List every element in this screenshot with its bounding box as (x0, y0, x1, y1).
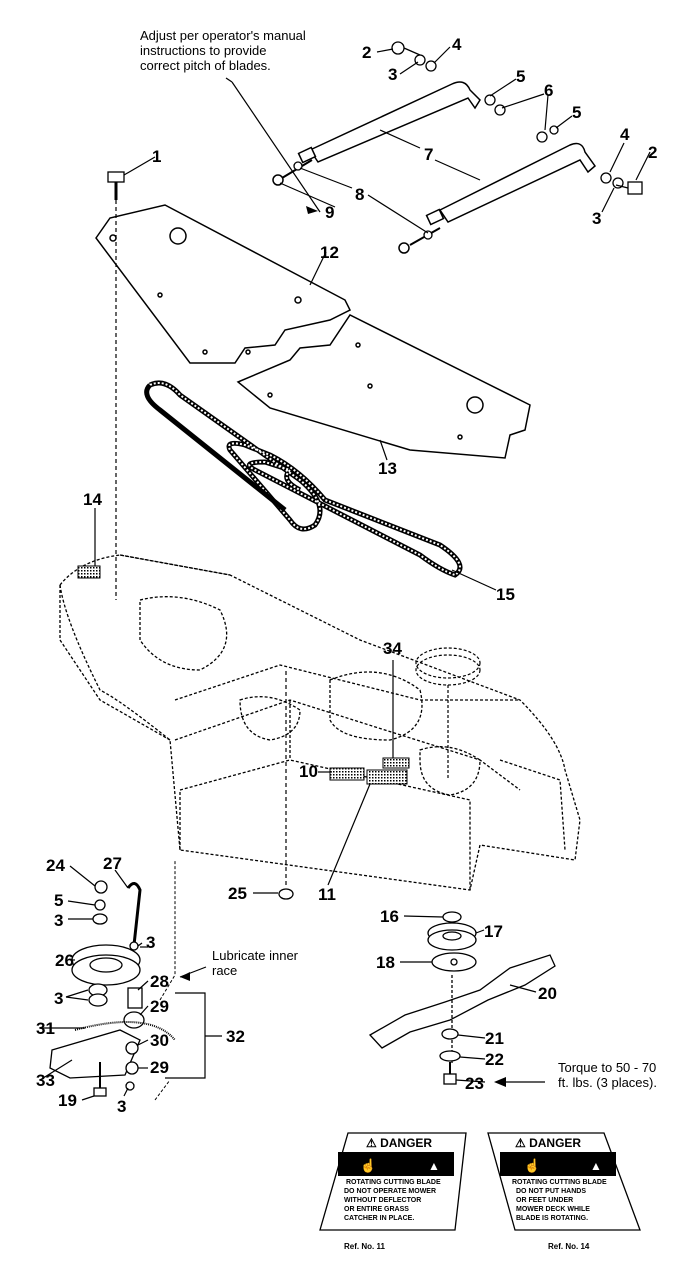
callout-6: 6 (544, 81, 553, 100)
callout-12: 12 (320, 243, 339, 262)
danger-line: OR FEET UNDER (516, 1197, 573, 1204)
torque-note: Torque to 50 - 70 ft. lbs. (3 places). (558, 1060, 657, 1090)
ref-no-14: Ref. No. 14 (548, 1242, 590, 1251)
decal-11 (366, 769, 408, 785)
mower-deck (59, 554, 581, 891)
idler-dashed-guide (154, 860, 176, 1101)
danger-line: DO NOT PUT HANDS (516, 1188, 586, 1195)
decal-34 (382, 757, 410, 769)
danger-label-right: ⚠ DANGER ☝ ▲ ROTATING CUTTING BLADE DO N… (487, 1132, 641, 1231)
foot-icon: ▲ (428, 1159, 440, 1173)
foot-icon: ▲ (590, 1159, 602, 1173)
idler-assembly (49, 880, 176, 1097)
danger-heading: ⚠ DANGER (366, 1136, 432, 1150)
leader-lines (39, 46, 651, 1101)
callout-17: 17 (484, 922, 503, 941)
callout-20: 20 (538, 984, 557, 1003)
drive-belt (144, 380, 463, 578)
callout-4: 4 (620, 125, 630, 144)
decal-10 (329, 767, 365, 781)
adjusting-rods (272, 81, 597, 254)
callout-8: 8 (355, 185, 364, 204)
callout-2: 2 (362, 43, 371, 62)
nut-25 (278, 888, 294, 900)
callout-1: 1 (152, 147, 161, 166)
rod-hardware (293, 41, 643, 240)
belt-cover-front (95, 204, 352, 364)
callout-10: 10 (299, 762, 318, 781)
callout-27: 27 (103, 854, 122, 873)
danger-subheading: ROTATING CUTTING BLADE (346, 1179, 441, 1186)
callout-32: 32 (226, 1027, 245, 1046)
callout-7: 7 (424, 145, 433, 164)
callout-3: 3 (146, 933, 155, 952)
callout-33: 33 (36, 1071, 55, 1090)
lubricate-note: Lubricate inner race (212, 948, 298, 978)
danger-line: MOWER DECK WHILE (516, 1206, 590, 1213)
rotating-blade-icon: ☝ (360, 1157, 376, 1174)
callout-3: 3 (117, 1097, 126, 1116)
arrowheads (180, 206, 506, 1087)
callout-29: 29 (150, 1058, 169, 1077)
callout-5: 5 (54, 891, 63, 910)
danger-line: WITHOUT DEFLECTOR (344, 1197, 421, 1204)
danger-line: BLADE IS ROTATING. (516, 1215, 588, 1222)
danger-subheading: ROTATING CUTTING BLADE (512, 1179, 607, 1186)
callout-22: 22 (485, 1050, 504, 1069)
decal-14 (77, 565, 101, 579)
belt-cover-rear (236, 314, 531, 459)
deck-pulley (415, 647, 481, 780)
callout-13: 13 (378, 459, 397, 478)
callout-16: 16 (380, 907, 399, 926)
callout-34: 34 (383, 639, 402, 658)
callout-2: 2 (648, 143, 657, 162)
callout-3: 3 (54, 911, 63, 930)
callout-21: 21 (485, 1029, 504, 1048)
callout-14: 14 (83, 490, 102, 509)
callout-4: 4 (452, 35, 462, 54)
callout-30: 30 (150, 1031, 169, 1050)
danger-line: OR ENTIRE GRASS (344, 1206, 409, 1213)
callout-5: 5 (572, 103, 581, 122)
callout-23: 23 (465, 1074, 484, 1093)
adjust-note: Adjust per operator's manual instruction… (140, 28, 306, 73)
danger-label-left: ⚠ DANGER ☝ ▲ ROTATING CUTTING BLADE DO N… (319, 1132, 467, 1231)
danger-line: CATCHER IN PLACE. (344, 1215, 414, 1222)
callout-3: 3 (592, 209, 601, 228)
callout-26: 26 (55, 951, 74, 970)
callout-19: 19 (58, 1091, 77, 1110)
callout-5: 5 (516, 67, 525, 86)
spindle-assembly (368, 911, 556, 1085)
callout-3: 3 (54, 989, 63, 1008)
callout-28: 28 (150, 972, 169, 991)
hand-icon: ☝ (524, 1157, 540, 1174)
callout-11: 11 (318, 885, 336, 904)
callout-31: 31 (36, 1019, 55, 1038)
callout-15: 15 (496, 585, 515, 604)
callout-18: 18 (376, 953, 395, 972)
callout-3: 3 (388, 65, 397, 84)
danger-line: DO NOT OPERATE MOWER (344, 1188, 436, 1195)
bolt-1 (107, 171, 125, 200)
callout-29: 29 (150, 997, 169, 1016)
danger-heading: ⚠ DANGER (515, 1136, 581, 1150)
callout-25: 25 (228, 884, 247, 903)
callout-24: 24 (46, 856, 65, 875)
ref-no-11: Ref. No. 11 (344, 1242, 385, 1251)
callout-9: 9 (325, 203, 334, 222)
